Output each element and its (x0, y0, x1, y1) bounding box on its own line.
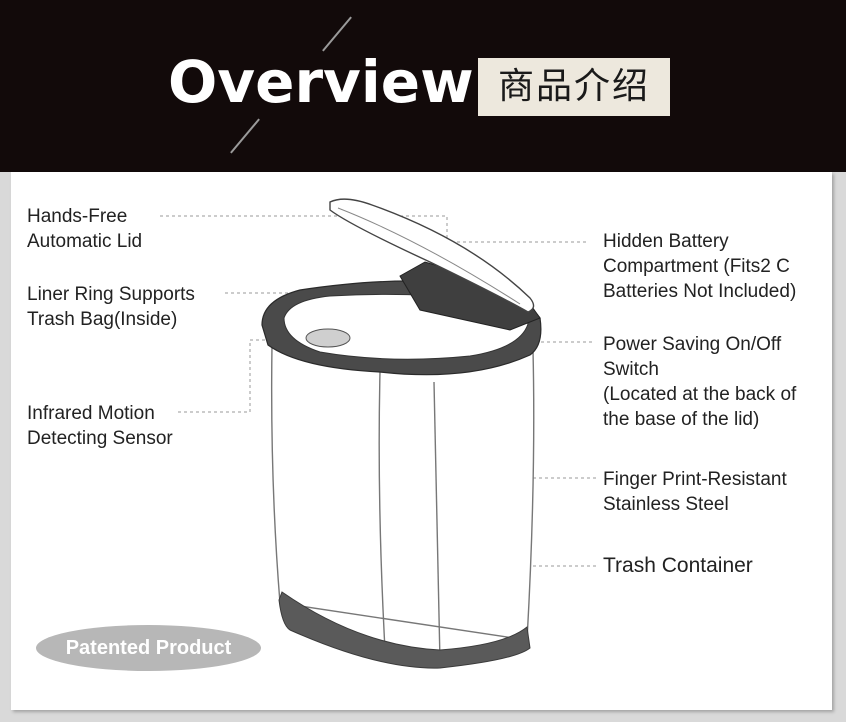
page-title: Overview (168, 48, 474, 116)
lid-rim (261, 261, 542, 376)
label-trash-container: Trash Container (603, 554, 753, 577)
header-banner: Overview 商品介绍 (0, 0, 846, 172)
sensor-window (305, 328, 351, 348)
trash-can-body (270, 344, 535, 669)
label-power-switch: Power Saving On/Off Switch (Located at t… (603, 334, 797, 430)
leader-infrared (178, 339, 330, 413)
chinese-title-badge: 商品介绍 (478, 58, 670, 116)
label-stainless-steel: Finger Print-Resistant Stainless Steel (603, 469, 787, 515)
leader-hands-free (160, 215, 448, 245)
label-liner-ring: Liner Ring Supports Trash Bag(Inside) (27, 284, 195, 330)
label-infrared-sensor: Infrared Motion Detecting Sensor (27, 403, 173, 449)
label-hands-free-lid: Hands-Free Automatic Lid (27, 206, 143, 252)
open-lid (329, 198, 535, 313)
label-hidden-battery: Hidden Battery Compartment (Fits2 C Batt… (603, 231, 797, 302)
patented-product-badge: Patented Product (36, 625, 261, 671)
